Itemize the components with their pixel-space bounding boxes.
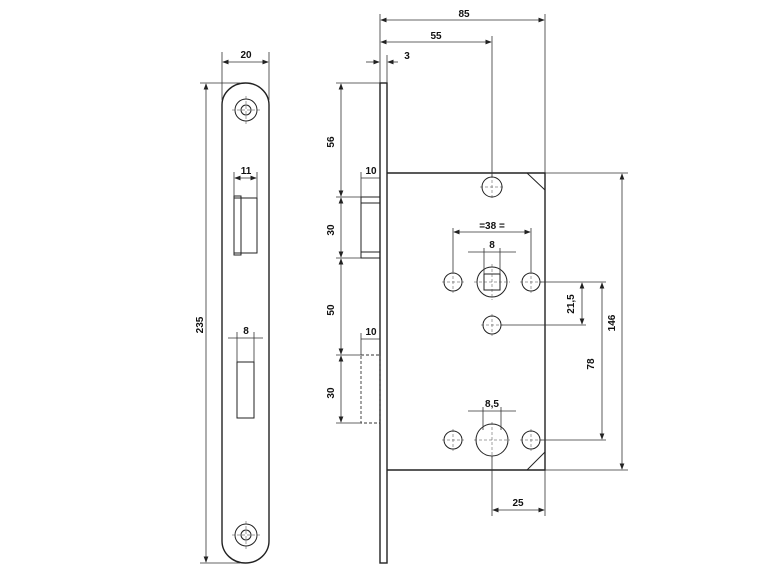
dim-faceplate-height: 235 bbox=[195, 316, 206, 333]
dim-bolt-slot-width: 8 bbox=[243, 326, 249, 337]
dim-spindle-to-cylinder: 78 bbox=[586, 358, 597, 370]
dim-bolt-projection: 10 bbox=[365, 327, 377, 338]
faceplate-front-view: 20 235 11 8 bbox=[195, 50, 270, 564]
spindle-row bbox=[442, 264, 542, 300]
faceplate-edge bbox=[379, 82, 388, 564]
dim-spindle-to-middle-hole: 21,5 bbox=[566, 294, 577, 314]
dim-body-height: 146 bbox=[607, 314, 618, 331]
dim-backset: 55 bbox=[430, 31, 442, 42]
dim-top-to-latch: 56 bbox=[326, 136, 337, 148]
body-hole-top bbox=[480, 175, 504, 199]
dim-overall-depth: 85 bbox=[458, 9, 470, 20]
dim-faceplate-width: 20 bbox=[240, 50, 252, 61]
dim-faceplate-thickness: 3 bbox=[404, 51, 410, 62]
dim-latch-projection: 10 bbox=[365, 166, 377, 177]
dim-spindle-square: 8 bbox=[489, 240, 495, 251]
dim-latch-to-bolt: 50 bbox=[326, 304, 337, 316]
faceplate-outline bbox=[221, 82, 270, 564]
chamfer-bottom bbox=[526, 451, 546, 471]
dim-latch-slot-width: 11 bbox=[241, 166, 252, 177]
deadbolt-retracted bbox=[360, 354, 381, 424]
screw-hole-bottom bbox=[232, 521, 260, 549]
latch-slot bbox=[233, 195, 258, 256]
dim-latch-height: 30 bbox=[326, 224, 337, 236]
screw-hole-top bbox=[232, 96, 260, 124]
lock-side-view: 85 55 3 56 30 50 30 10 10 =38 = 8 bbox=[326, 9, 628, 564]
dim-cylinder-to-edge: 25 bbox=[512, 498, 524, 509]
dim-screw-spacing: =38 = bbox=[479, 221, 505, 232]
lock-body-outline bbox=[387, 172, 546, 471]
dim-bolt-height: 30 bbox=[326, 387, 337, 399]
latch-bolt bbox=[360, 196, 381, 259]
bolt-slot bbox=[236, 361, 255, 419]
body-hole-middle bbox=[481, 314, 503, 336]
cylinder-row bbox=[442, 422, 542, 458]
chamfer-top bbox=[526, 172, 546, 191]
dim-cylinder-square: 8,5 bbox=[485, 399, 499, 410]
